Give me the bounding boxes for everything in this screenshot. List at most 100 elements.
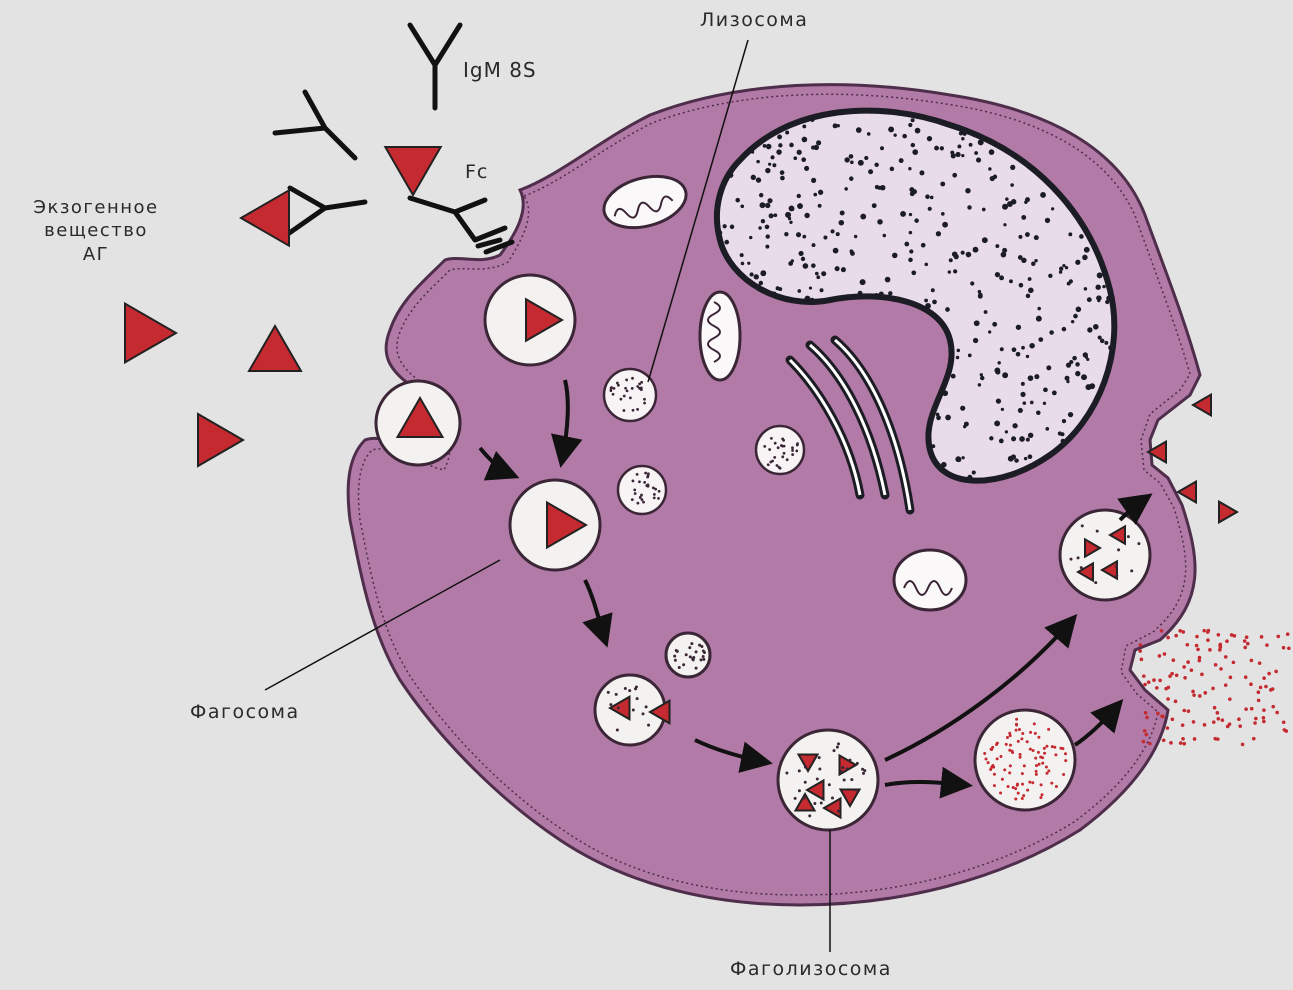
antigen-particle (1264, 685, 1268, 689)
antigen-particle (1237, 717, 1241, 721)
antibody (275, 92, 355, 158)
phagolysosome (778, 730, 878, 830)
vesicle-granule (689, 655, 692, 658)
antigen-particle (1287, 646, 1291, 650)
vesicle-granule (1017, 740, 1020, 743)
vesicle-granule (833, 749, 836, 752)
lysosome-granule (773, 456, 776, 459)
exogenous-label-line-2: вещество (12, 219, 180, 242)
vesicle-granule (1096, 530, 1099, 533)
antigen-particle (1198, 659, 1202, 663)
antigen-particle (1203, 691, 1207, 695)
antigen-particle (1196, 648, 1200, 652)
vesicle-granule (1016, 783, 1019, 786)
vesicle-granule (996, 742, 999, 745)
exogenous-label-line-3: АГ (12, 243, 180, 266)
vesicle-granule (840, 770, 843, 773)
vesicle-granule (813, 802, 816, 805)
antigen-particle (1212, 720, 1216, 724)
antigen-particle (1250, 707, 1254, 711)
fc-label: Fc (465, 160, 488, 185)
antigen-triangle (385, 147, 440, 195)
lysosome-granule (613, 387, 616, 390)
antigen-particle (1138, 649, 1142, 653)
vesicle-granule (1117, 548, 1120, 551)
lysosome-granule (763, 445, 766, 448)
antigen-particle (1257, 690, 1261, 694)
antigen-particle (1245, 635, 1249, 639)
antigen-particle (1145, 716, 1149, 720)
antigen-particle (1243, 646, 1247, 650)
lysosome-granule (777, 446, 780, 449)
antigen-particle (1190, 668, 1194, 672)
mitochondrion (894, 550, 966, 610)
vesicle-granule (636, 697, 639, 700)
antigen-particle (1174, 700, 1178, 704)
lysosome-granule (779, 467, 782, 470)
antigen-particle (1192, 720, 1196, 724)
vesicle-granule (1015, 729, 1018, 732)
vesicle-granule (1005, 743, 1008, 746)
vesicle-granule (617, 706, 620, 709)
vesicle-granule (1053, 746, 1056, 749)
lysosome-granule (654, 488, 657, 491)
lysosome-granule (774, 442, 777, 445)
vesicle-granule (1014, 787, 1017, 790)
antibody (285, 188, 365, 236)
antigen-particle (1162, 738, 1166, 742)
lysosome-granule (646, 484, 649, 487)
vesicle-granule (695, 667, 698, 670)
lysosome-fusing (666, 633, 710, 677)
antigen-particle (1178, 629, 1182, 633)
antigen-particle (1192, 693, 1196, 697)
antigen-particle (1282, 646, 1286, 650)
vesicle-granule (1012, 786, 1015, 789)
vesicle-granule (1019, 753, 1022, 756)
antigen-particle (1226, 725, 1230, 729)
antigen-particle (1260, 635, 1264, 639)
antigen-particle (1202, 629, 1206, 633)
antigen-particle (1224, 655, 1228, 659)
lysosome-granule (653, 496, 656, 499)
vesicle-granule (1018, 728, 1021, 731)
vesicle-granule (1021, 772, 1024, 775)
vesicle-granule (642, 712, 645, 715)
vesicle-granule (1043, 752, 1046, 755)
lysosome-granule (632, 480, 635, 483)
antigen-particle (1175, 673, 1179, 677)
antigen-particle (1181, 723, 1185, 727)
vesicle-granule (987, 761, 990, 764)
vesicle-granule (1035, 770, 1038, 773)
vesicle-granule (1061, 747, 1064, 750)
vesicle-granule (1037, 751, 1040, 754)
vesicle-granule (609, 703, 612, 706)
vesicle-granule (848, 759, 851, 762)
vesicle-granule (1035, 764, 1038, 767)
lysosome (604, 369, 656, 421)
lysosome-granule (636, 502, 639, 505)
antigen-particle (1155, 686, 1159, 690)
vesicle-granule (1070, 558, 1073, 561)
vesicle-granule (1080, 566, 1083, 569)
vesicle-granule (1021, 732, 1024, 735)
lysosome-granule (631, 377, 634, 380)
antigen-particle (1160, 715, 1164, 719)
antigen-particle (1170, 672, 1174, 676)
lysosome-granule (781, 455, 784, 458)
antigen-particle (1230, 633, 1234, 637)
lysosome-granule (640, 381, 643, 384)
lysosome-granule (644, 472, 647, 475)
lysosome-granule (623, 409, 626, 412)
antigen-particle (1241, 743, 1245, 747)
vesicle-granule (798, 769, 801, 772)
phagosome-label: Фагосома (190, 700, 300, 725)
vesicle-granule (1037, 736, 1040, 739)
vesicle-granule (1077, 556, 1080, 559)
vesicle-granule (1064, 752, 1067, 755)
lysosome-granule (636, 385, 639, 388)
antigen-particle (1148, 742, 1152, 746)
antigen-particle (1284, 729, 1288, 733)
antigen-particle (1181, 737, 1185, 741)
vesicle-granule (785, 772, 788, 775)
vesicle-granule (678, 666, 681, 669)
